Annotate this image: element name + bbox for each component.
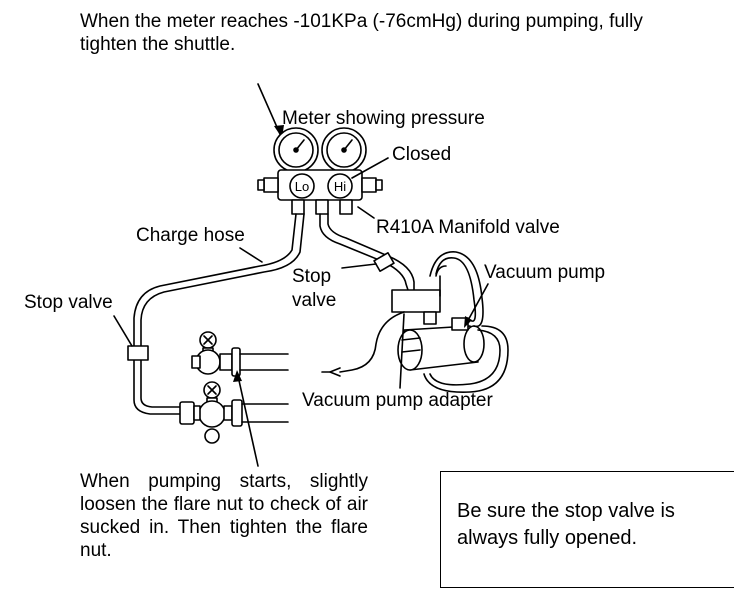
vacuum-pump — [321, 251, 509, 393]
meter-label: Meter showing pressure — [282, 108, 485, 129]
top-note-leader — [257, 83, 281, 135]
stop-valve-middle-label-2: valve — [292, 290, 336, 311]
flare-nut — [231, 347, 241, 377]
stop-valve-left — [127, 345, 149, 361]
lo-valve-knob — [289, 173, 315, 199]
pump-hose — [319, 213, 415, 291]
charge-hose — [133, 213, 305, 415]
vacuum-pump-adapter — [391, 289, 441, 313]
stop-valve-middle-leader — [341, 263, 377, 269]
stop-valve-middle — [373, 252, 395, 272]
stop-valve-left-label: Stop valve — [24, 292, 113, 313]
lo-label: Lo — [295, 179, 309, 194]
charge-hose-leader — [239, 247, 263, 263]
manifold-leader — [357, 206, 375, 219]
gas-service-valve — [179, 381, 289, 444]
charge-hose-label: Charge hose — [136, 225, 245, 246]
top-instruction-note: When the meter reaches -101KPa (-76cmHg)… — [80, 11, 643, 55]
closed-leader — [351, 157, 389, 179]
vacuum-pump-adapter-label: Vacuum pump adapter — [302, 390, 493, 411]
hi-valve-knob — [327, 173, 353, 199]
manifold-valve-label: R410A Manifold valve — [376, 217, 560, 238]
boxed-warning-text: Be sure the stop valve is always fully o… — [457, 500, 675, 549]
liquid-service-valve — [191, 331, 289, 377]
closed-label: Closed — [392, 144, 451, 165]
stop-valve-left-leader — [113, 315, 133, 347]
vacuum-pump-label: Vacuum pump — [484, 262, 605, 283]
boxed-warning-note: Be sure the stop valve is always fully o… — [440, 471, 734, 588]
bottom-instruction-note: When pumping starts, slightly loosen the… — [80, 471, 368, 561]
vacuum-pump-leader — [465, 283, 489, 325]
stop-valve-middle-label-1: Stop — [292, 266, 331, 287]
hi-label: Hi — [334, 179, 346, 194]
bottom-note-leader — [237, 375, 259, 467]
adapter-leader — [399, 313, 405, 389]
manifold-gauge-set — [257, 127, 383, 215]
